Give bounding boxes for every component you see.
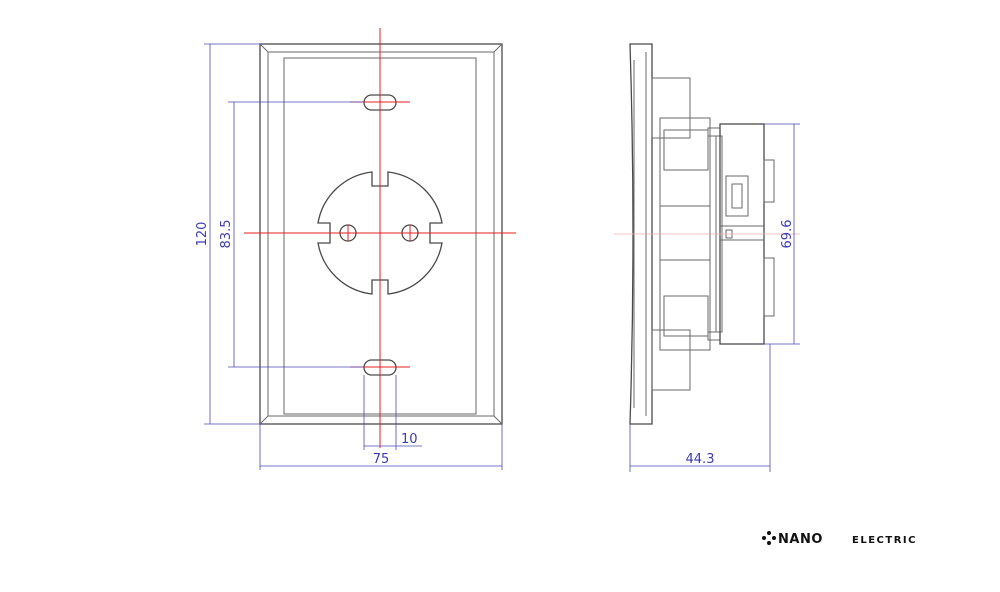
- brand-suffix: ELECTRIC: [852, 535, 917, 546]
- dim-label-module-height: 69.6: [780, 220, 795, 249]
- side-dimensions: 69.6 44.3: [629, 123, 800, 472]
- faceplate-outer: [259, 43, 503, 425]
- diamond-dot-logo-icon: [762, 531, 776, 545]
- dim-label-height: 120: [195, 222, 210, 247]
- side-view: [614, 43, 800, 425]
- faceplate-bevel: [267, 51, 495, 417]
- side-faceplate: [629, 43, 653, 425]
- dim-label-depth: 44.3: [686, 452, 715, 467]
- dim-label-hole-spacing: 83.5: [219, 220, 234, 249]
- brand-logo: NANO ELECTRIC: [762, 531, 917, 547]
- dim-label-hole-offset: 10: [401, 432, 418, 447]
- front-dimensions: 120 83.5 10 75: [195, 43, 503, 470]
- brand-name: NANO: [778, 532, 823, 547]
- socket-outline: [317, 171, 443, 295]
- dim-label-width: 75: [373, 452, 390, 467]
- front-view: [244, 28, 516, 448]
